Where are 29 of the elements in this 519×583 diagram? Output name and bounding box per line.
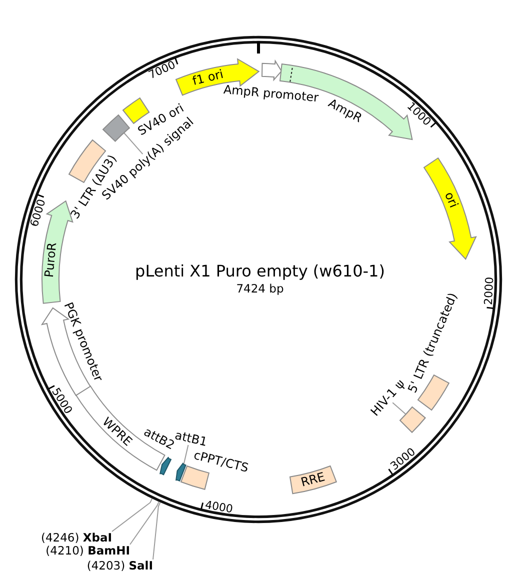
leader-line — [112, 498, 153, 532]
plasmid-size: 7424 bp — [236, 282, 284, 296]
directional-feature — [422, 157, 477, 261]
feature-box — [289, 464, 338, 494]
feature-label: cPPT/CTS — [192, 448, 250, 476]
feature-label: AmpR promoter — [222, 83, 320, 105]
feature-label: attB2 — [142, 426, 176, 452]
directional-feature — [175, 462, 188, 482]
leader-line — [183, 444, 189, 465]
tick-label: 2000 — [482, 276, 495, 305]
feature-label: ori — [442, 190, 460, 210]
plasmid-name: pLenti X1 Puro empty (w610-1) — [135, 262, 385, 280]
leader-line — [130, 501, 160, 545]
restriction-site-label: (4210) BamHI — [46, 544, 130, 558]
directional-feature — [174, 58, 260, 96]
tick-label: 4000 — [204, 498, 234, 514]
leader-line — [392, 402, 406, 415]
tick-label: 6000 — [28, 198, 48, 228]
restriction-site-label: (4203) SalI — [86, 560, 153, 572]
feature-box — [398, 406, 426, 434]
tick-label: 7000 — [146, 59, 177, 82]
leader-line — [152, 502, 161, 560]
feature-label: f1 ori — [191, 68, 225, 88]
leader-line — [123, 132, 144, 155]
feature-box — [102, 114, 130, 142]
feature-label: RRE — [299, 470, 326, 490]
feature-label: PuroR — [43, 242, 60, 278]
restriction-site-label: (4246) XbaI — [40, 532, 112, 544]
feature-label: attB1 — [174, 429, 208, 449]
